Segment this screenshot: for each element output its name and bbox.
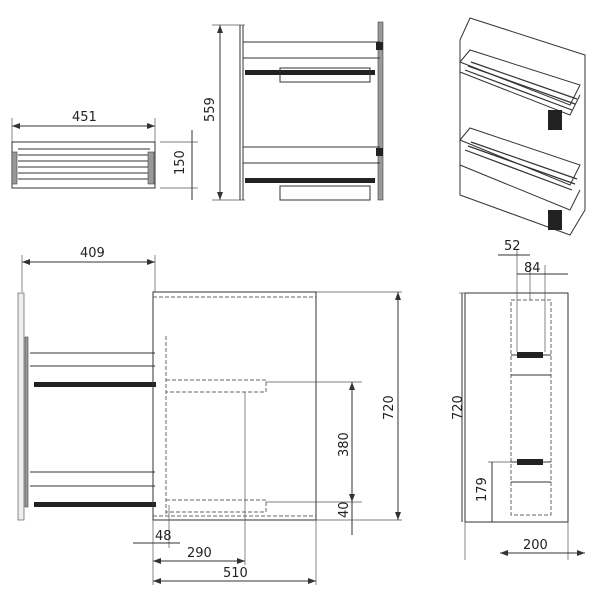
front-view: 720 52 84 179 200: [451, 239, 585, 560]
cabinet-outline: [152, 291, 317, 521]
dimension-380: 380: [337, 432, 352, 457]
dimension-510: 510: [223, 566, 248, 581]
dimension-179: 179: [475, 477, 490, 502]
dimension-52: 52: [504, 239, 521, 254]
dimension-84: 84: [524, 261, 541, 276]
dimension-720: 720: [382, 395, 397, 420]
dimension-720-front: 720: [451, 395, 466, 420]
dimension-290: 290: [187, 546, 212, 561]
top-view: 451 150: [11, 110, 198, 200]
dimension-150: 150: [173, 150, 188, 175]
cabinet-front-outline: [464, 292, 569, 523]
dimension-48: 48: [155, 529, 172, 544]
dimension-451: 451: [72, 110, 97, 125]
dimension-559: 559: [203, 97, 218, 122]
dimension-200: 200: [523, 538, 548, 553]
dimension-40: 40: [337, 501, 352, 518]
basket-wires: [11, 148, 155, 185]
section-view: 409 720 380 40 48 290 510: [17, 246, 402, 585]
rail-upper: [34, 382, 156, 387]
isometric-view: [459, 17, 586, 236]
dimension-409: 409: [80, 246, 105, 261]
front-panel: [17, 292, 25, 521]
rail-lower: [34, 502, 156, 507]
side-view: 559: [203, 21, 384, 201]
